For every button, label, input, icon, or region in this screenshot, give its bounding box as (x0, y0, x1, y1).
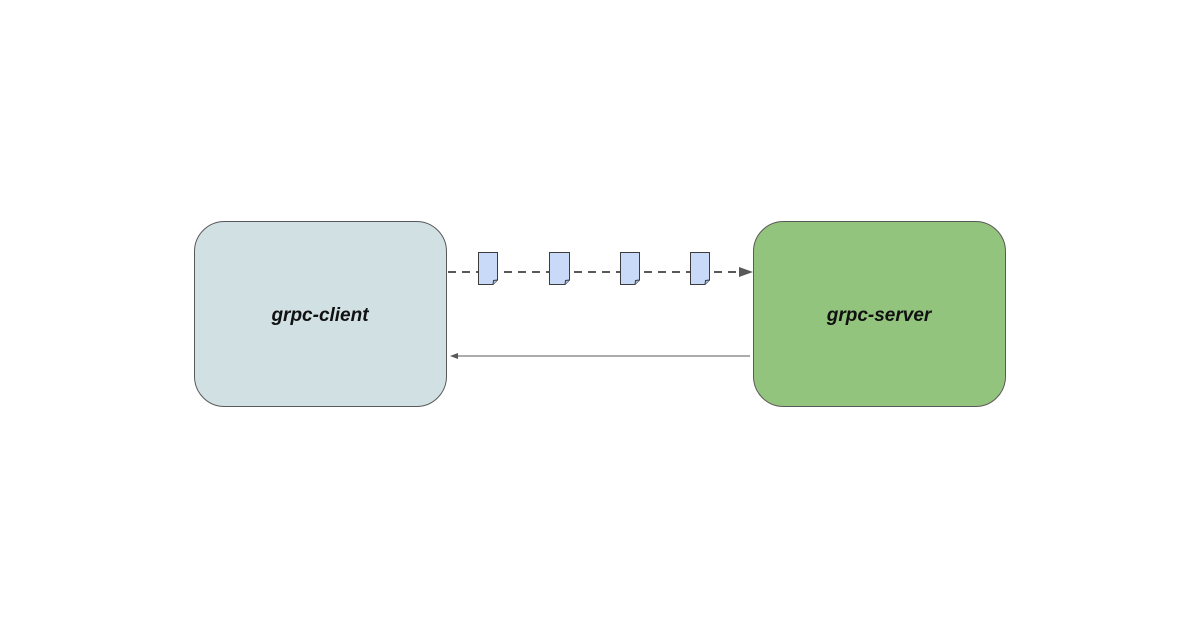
server-node: grpc-server (753, 221, 1006, 407)
message-3-icon (620, 252, 640, 285)
client-label: grpc-client (270, 305, 369, 326)
client-box (194, 221, 447, 407)
message-4-icon (690, 252, 710, 285)
server-label: grpc-server (826, 305, 933, 326)
message-1-icon (478, 252, 498, 285)
server-box (753, 221, 1006, 407)
client-node: grpc-client (194, 221, 447, 407)
message-2-icon (549, 252, 570, 285)
